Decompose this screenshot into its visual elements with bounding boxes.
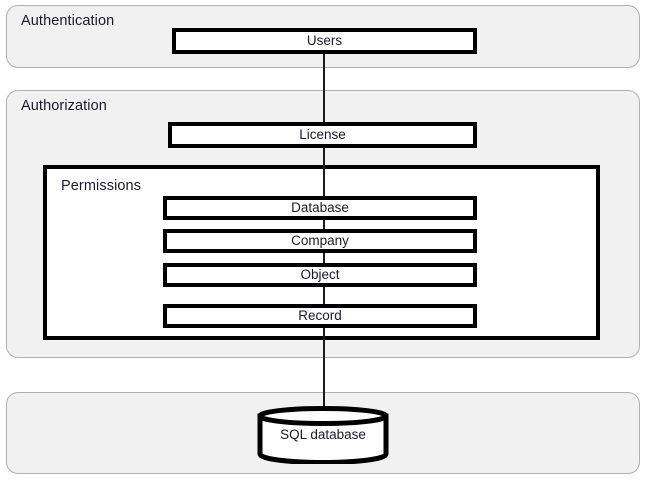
node-company-label: Company: [291, 233, 349, 248]
group-permissions-label: Permissions: [61, 178, 142, 194]
node-database-label: Database: [291, 200, 349, 215]
node-sql-database[interactable]: SQL database: [255, 406, 391, 464]
node-company[interactable]: Company: [163, 229, 477, 253]
node-license-label: License: [299, 127, 346, 142]
group-authentication-label: Authentication: [21, 13, 115, 29]
node-object-label: Object: [300, 267, 340, 282]
node-users[interactable]: Users: [172, 28, 477, 54]
database-cylinder-icon: [257, 406, 389, 464]
node-database[interactable]: Database: [163, 196, 477, 220]
node-object[interactable]: Object: [163, 263, 477, 287]
node-sql-database-label: SQL database: [280, 427, 366, 442]
node-record[interactable]: Record: [163, 304, 477, 328]
node-users-label: Users: [306, 33, 343, 48]
node-record-label: Record: [298, 308, 342, 323]
group-authorization-label: Authorization: [21, 98, 107, 114]
node-license[interactable]: License: [168, 122, 477, 148]
connector-line-users-to-sqldb: [323, 41, 325, 411]
